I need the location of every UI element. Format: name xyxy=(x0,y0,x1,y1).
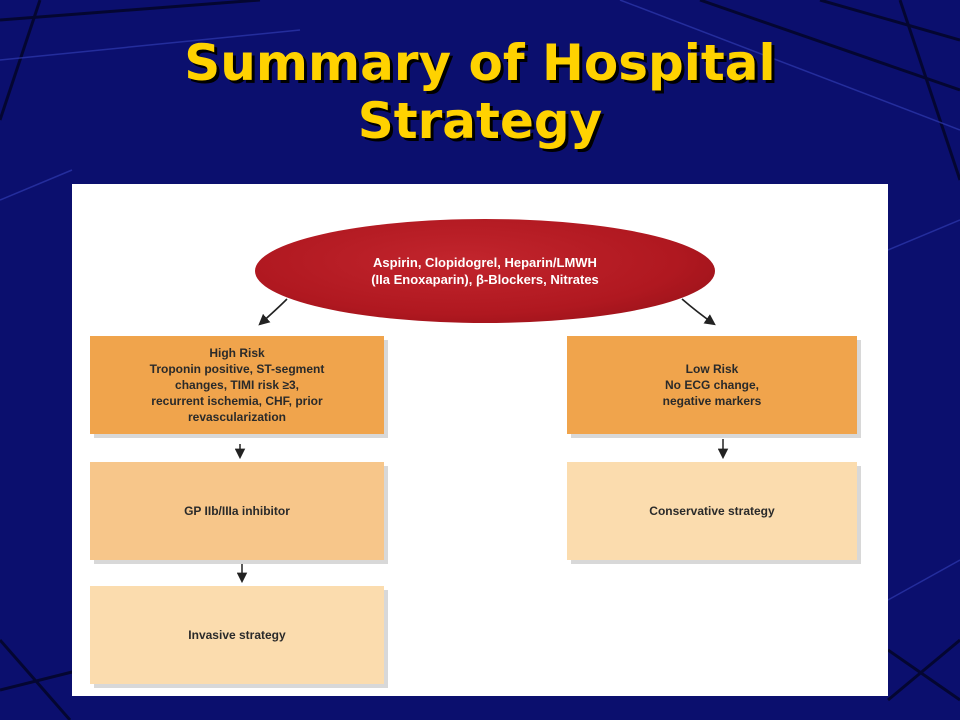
initial-therapy-node: Aspirin, Clopidogrel, Heparin/LMWH (IIa … xyxy=(255,219,715,323)
arrow-to-low-risk xyxy=(681,298,716,326)
high-risk-line-3: changes, TIMI risk ≥3, xyxy=(175,378,299,392)
low-risk-line-2: No ECG change, xyxy=(664,378,759,392)
low-risk-line-3: negative markers xyxy=(662,394,762,408)
low-risk-line-1: Low Risk xyxy=(685,362,739,376)
gp-inhibitor-label: GP IIb/IIIa inhibitor xyxy=(184,504,290,518)
arrow-to-high-risk xyxy=(258,298,288,326)
flow-arrows xyxy=(234,298,729,584)
high-risk-line-4: recurrent ischemia, CHF, prior xyxy=(151,394,323,408)
gp-inhibitor-box: GP IIb/IIIa inhibitor xyxy=(90,462,384,560)
conservative-strategy-box: Conservative strategy xyxy=(567,462,857,560)
high-risk-box: High Risk Troponin positive, ST-segment … xyxy=(90,336,384,434)
conservative-strategy-label: Conservative strategy xyxy=(649,504,775,518)
title-line-1: Summary of Hospital xyxy=(184,34,776,92)
invasive-strategy-box: Invasive strategy xyxy=(90,586,384,684)
high-risk-line-5: revascularization xyxy=(187,410,287,424)
slide-title: Summary of Hospital Strategy xyxy=(0,34,960,150)
high-risk-line-2: Troponin positive, ST-segment xyxy=(149,362,325,376)
flowchart-panel: Aspirin, Clopidogrel, Heparin/LMWH (IIa … xyxy=(72,184,888,696)
low-risk-box: Low Risk No ECG change, negative markers xyxy=(567,336,857,434)
high-risk-line-1: High Risk xyxy=(209,346,265,360)
title-line-2: Strategy xyxy=(357,92,603,150)
invasive-strategy-label: Invasive strategy xyxy=(188,628,286,642)
initial-therapy-line-2: (IIa Enoxaparin), β-Blockers, Nitrates xyxy=(371,272,599,287)
initial-therapy-line-1: Aspirin, Clopidogrel, Heparin/LMWH xyxy=(373,255,597,270)
